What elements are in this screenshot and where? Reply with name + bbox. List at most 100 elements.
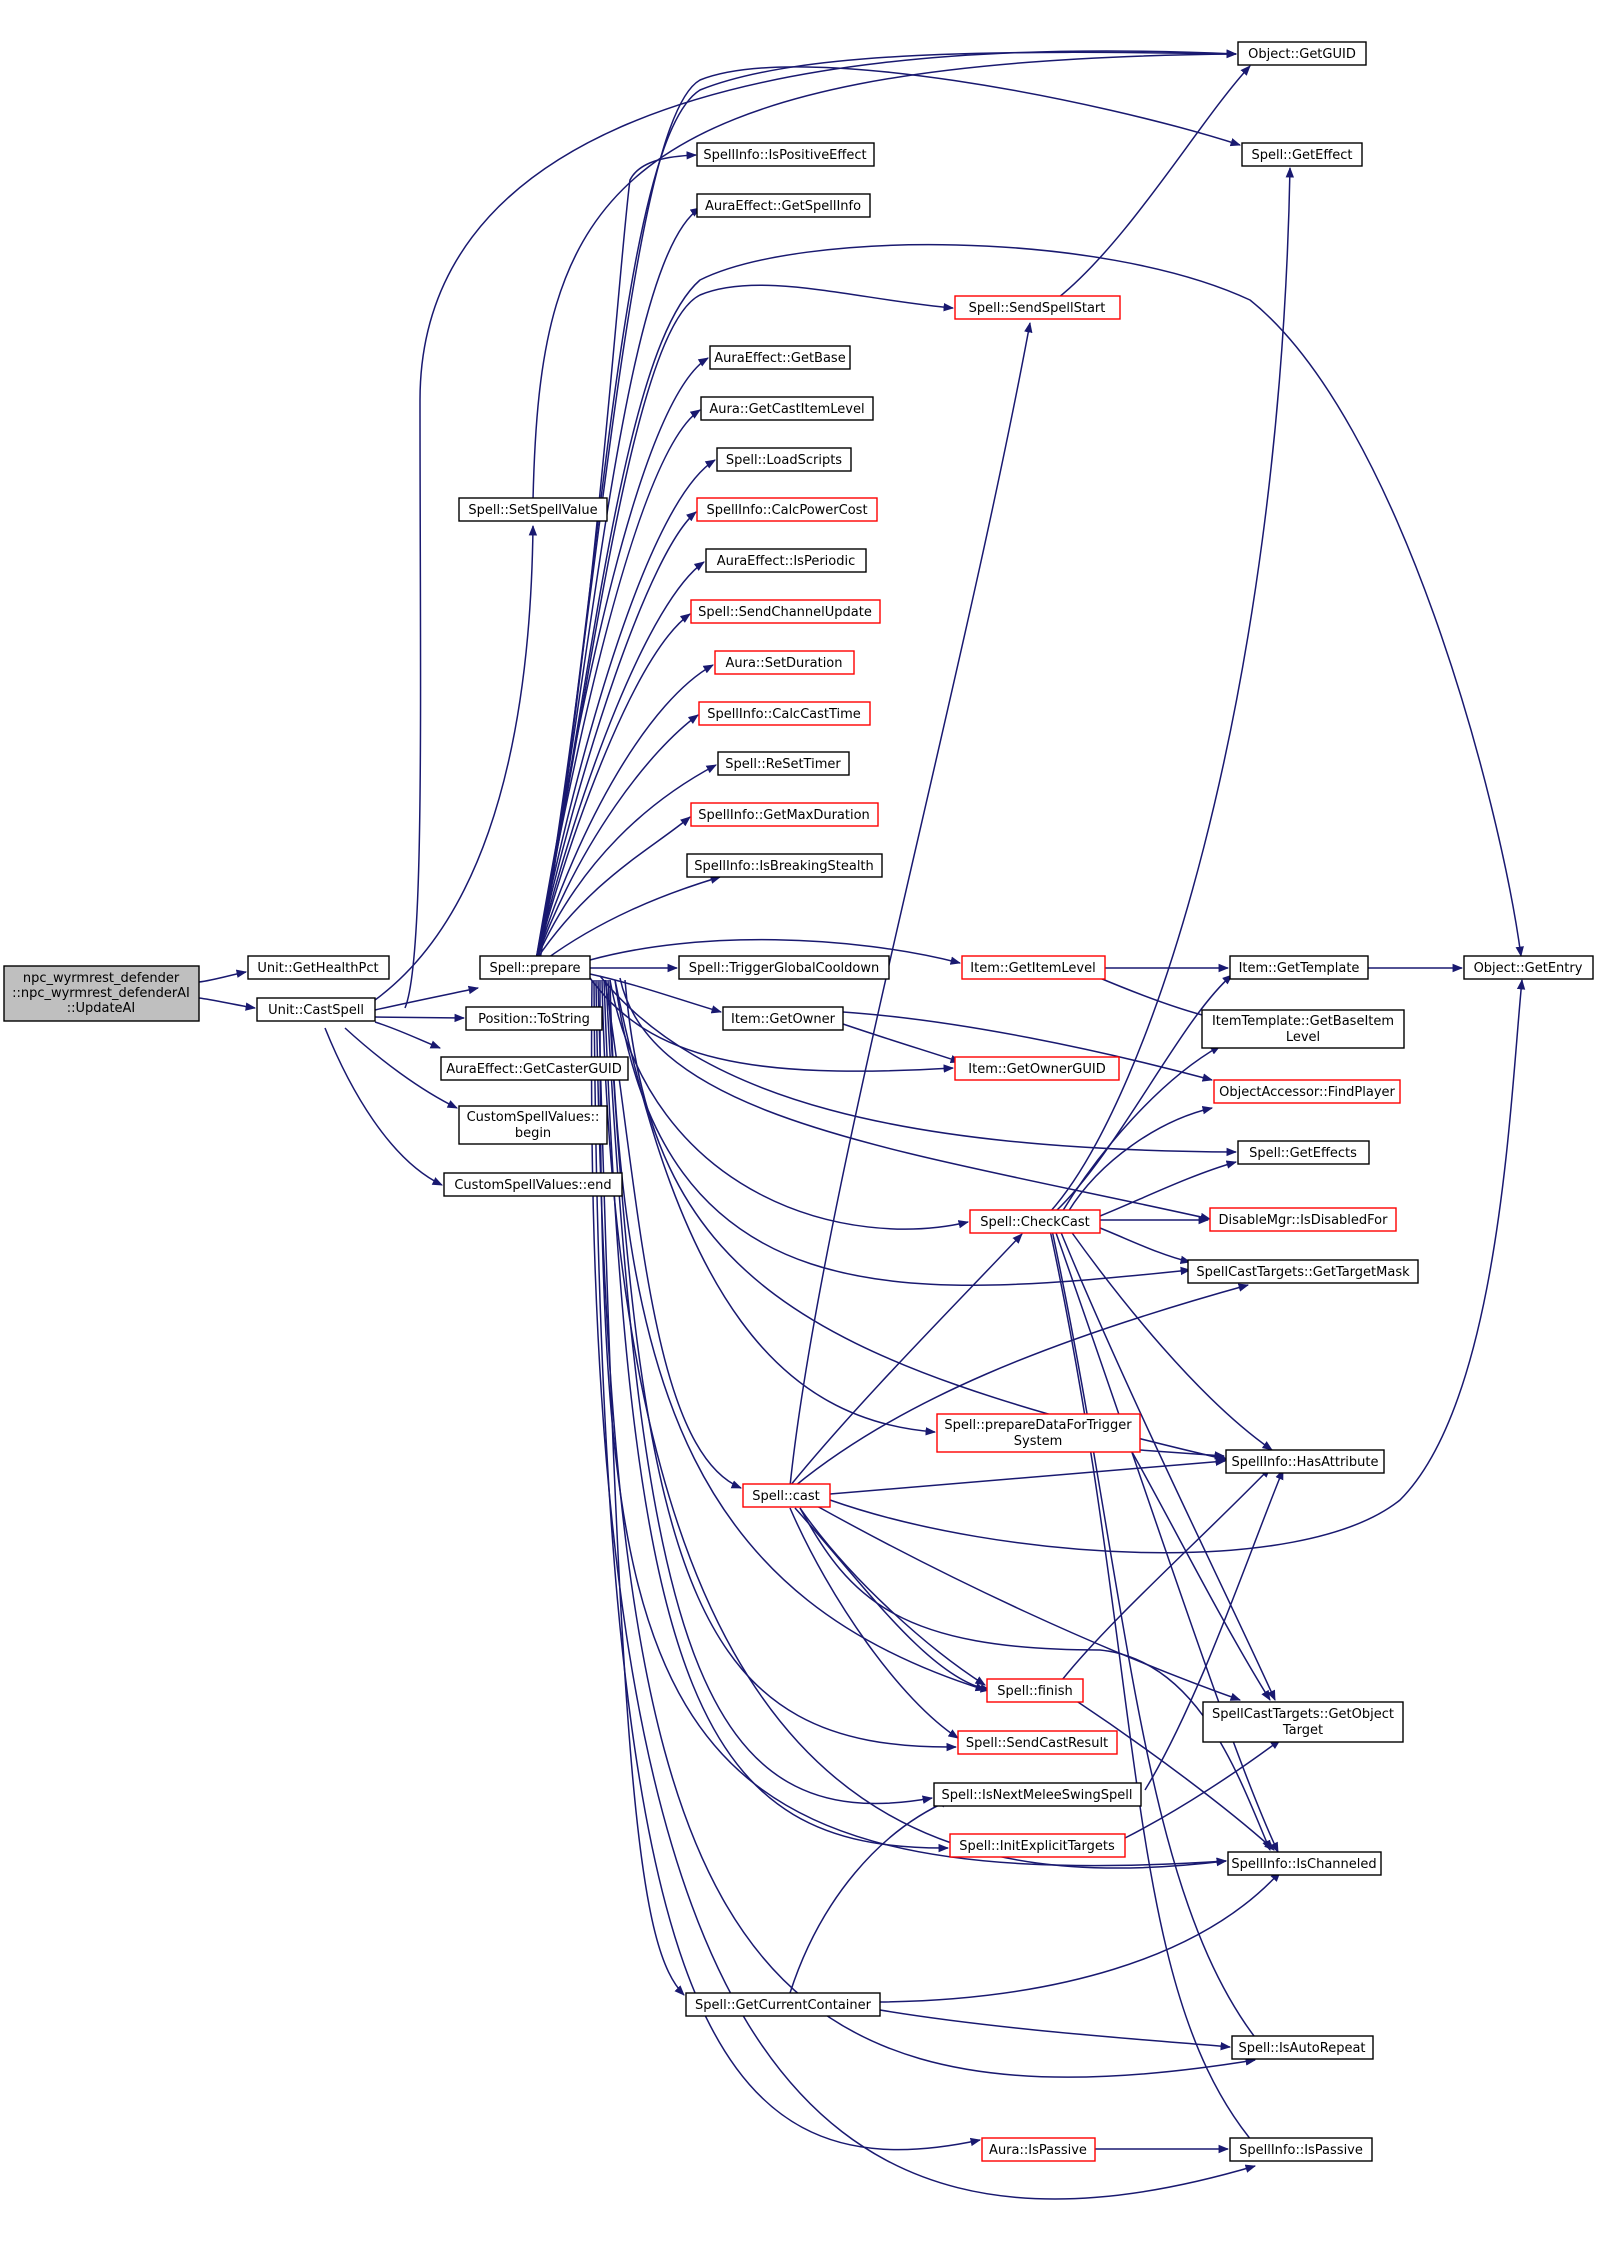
node-label: ::UpdateAI — [67, 1001, 136, 1016]
node-sendspellstart[interactable]: Spell::SendSpellStart — [954, 295, 1121, 320]
node-spellinfo-ispassive[interactable]: SpellInfo::IsPassive — [1229, 2137, 1373, 2162]
node-loadscripts[interactable]: Spell::LoadScripts — [716, 447, 852, 472]
edge-prepare-getcastitemlevel — [535, 409, 701, 961]
node-isperiodic[interactable]: AuraEffect::IsPeriodic — [705, 548, 867, 573]
edge-prepare-setduration — [535, 664, 714, 961]
node-label: CustomSpellValues:: — [467, 1110, 600, 1125]
node-getownerguid[interactable]: Item::GetOwnerGUID — [954, 1056, 1120, 1081]
node-calcpowercost[interactable]: SpellInfo::CalcPowerCost — [696, 497, 878, 522]
node-getentry[interactable]: Object::GetEntry — [1463, 955, 1594, 980]
edge-getcurrentcontainer-isnextmelee — [789, 1799, 951, 1994]
node-aureffect-getspellinfo[interactable]: AuraEffect::GetSpellInfo — [696, 193, 871, 218]
edge-castspell-getguid — [404, 49, 1238, 1009]
edge-castspell-getcasterguid — [374, 1021, 441, 1049]
edge-updateai-castspell — [198, 997, 257, 1011]
node-customspellvalues-end[interactable]: CustomSpellValues::end — [443, 1172, 623, 1197]
node-initexplicittargets[interactable]: Spell::InitExplicitTargets — [949, 1833, 1126, 1858]
node-getcurrentcontainer[interactable]: Spell::GetCurrentContainer — [685, 1992, 881, 2017]
node-geteffect[interactable]: Spell::GetEffect — [1241, 142, 1363, 167]
node-getguid[interactable]: Object::GetGUID — [1237, 41, 1367, 66]
node-gettemplate[interactable]: Item::GetTemplate — [1229, 955, 1369, 980]
edge-cast-sendcastresult — [789, 1507, 959, 1739]
edge-prepare-isbreakingstealth — [544, 875, 722, 961]
node-label: System — [1014, 1434, 1062, 1449]
node-isautorepeat[interactable]: Spell::IsAutoRepeat — [1231, 2035, 1374, 2060]
node-calccasttime[interactable]: SpellInfo::CalcCastTime — [698, 701, 871, 726]
edge-getowner-getownerguid — [842, 1023, 961, 1063]
node-ispositiveeffect[interactable]: SpellInfo::IsPositiveEffect — [696, 142, 875, 167]
edge-prepare-aura-ispassive — [593, 979, 982, 2151]
node-prepare[interactable]: Spell::prepare — [479, 955, 591, 980]
node-ischanneled[interactable]: SpellInfo::IsChanneled — [1227, 1851, 1382, 1876]
node-getmaxduration[interactable]: SpellInfo::GetMaxDuration — [690, 802, 879, 827]
edge-prepare-loadscripts — [535, 459, 716, 961]
edge-prepare-getmaxduration — [535, 816, 691, 961]
edge-cast-hasattribute — [829, 1457, 1227, 1495]
node-label: AuraEffect::IsPeriodic — [717, 554, 856, 569]
edge-prepare-isperiodic — [535, 561, 705, 961]
node-label: Spell::IsAutoRepeat — [1238, 2041, 1365, 2056]
node-label: ::npc_wyrmrest_defenderAI — [12, 986, 190, 1001]
node-cast[interactable]: Spell::cast — [742, 1483, 831, 1508]
edge-cast-ischanneled — [799, 1507, 1271, 1851]
node-aura-ispassive[interactable]: Aura::IsPassive — [981, 2137, 1096, 2162]
node-label: SpellInfo::IsBreakingStealth — [694, 859, 874, 874]
edge-checkcast-getbaseitemlevel — [1061, 1045, 1221, 1213]
node-hasattribute[interactable]: SpellInfo::HasAttribute — [1225, 1449, 1385, 1474]
node-label: AuraEffect::GetSpellInfo — [705, 199, 861, 214]
node-label: Spell::SetSpellValue — [468, 503, 597, 518]
node-tostring[interactable]: Position::ToString — [465, 1006, 603, 1031]
node-getbase[interactable]: AuraEffect::GetBase — [709, 345, 851, 370]
node-isdisabledfor[interactable]: DisableMgr::IsDisabledFor — [1209, 1207, 1397, 1232]
node-setduration[interactable]: Aura::SetDuration — [714, 650, 855, 675]
node-getitemlevel[interactable]: Item::GetItemLevel — [961, 955, 1106, 980]
node-label: Spell::TriggerGlobalCooldown — [689, 961, 879, 976]
node-customspellvalues-begin[interactable]: CustomSpellValues:: begin — [458, 1105, 608, 1145]
node-getcastitemlevel[interactable]: Aura::GetCastItemLevel — [700, 396, 874, 421]
node-resettimer[interactable]: Spell::ReSetTimer — [717, 751, 850, 776]
edge-prepare-ischanneled-2 — [599, 979, 1228, 1867]
node-label: Spell::prepareDataForTrigger — [944, 1418, 1132, 1433]
node-triggerglobalcooldown[interactable]: Spell::TriggerGlobalCooldown — [678, 955, 890, 980]
edge-prepare-initexplicittargets — [603, 979, 950, 1853]
node-isbreakingstealth[interactable]: SpellInfo::IsBreakingStealth — [686, 853, 883, 878]
node-label: Spell::prepare — [489, 961, 580, 976]
edge-checkcast-hasattribute — [1069, 1229, 1273, 1451]
node-root-updateai[interactable]: npc_wyrmrest_defender ::npc_wyrmrest_def… — [3, 965, 200, 1022]
node-label: Target — [1282, 1723, 1323, 1738]
edge-castspell-csvend — [324, 1027, 443, 1186]
node-label: Spell::CheckCast — [980, 1215, 1089, 1230]
node-sendcastresult[interactable]: Spell::SendCastResult — [957, 1730, 1118, 1755]
node-getcasterguid[interactable]: AuraEffect::GetCasterGUID — [440, 1056, 629, 1081]
node-sendchannelupdate[interactable]: Spell::SendChannelUpdate — [690, 599, 881, 624]
edge-prepare-sendcastresult — [607, 979, 958, 1752]
node-castspell[interactable]: Unit::CastSpell — [256, 997, 376, 1022]
edge-prepare-gettargetmask — [614, 979, 1192, 1286]
node-gettargetmask[interactable]: SpellCastTargets::GetTargetMask — [1187, 1259, 1419, 1284]
node-label: SpellInfo::IsPositiveEffect — [703, 148, 866, 163]
node-label: Spell::finish — [997, 1684, 1073, 1699]
node-getobjecttarget[interactable]: SpellCastTargets::GetObject Target — [1202, 1701, 1404, 1743]
node-label: Spell::SendCastResult — [966, 1736, 1108, 1751]
node-label: SpellInfo::HasAttribute — [1231, 1455, 1378, 1470]
node-label: Spell::ReSetTimer — [725, 757, 841, 772]
node-label: Spell::GetEffect — [1251, 148, 1352, 163]
node-gethealthpct[interactable]: Unit::GetHealthPct — [247, 955, 390, 980]
node-findplayer[interactable]: ObjectAccessor::FindPlayer — [1213, 1079, 1401, 1104]
node-label: Item::GetOwnerGUID — [968, 1062, 1105, 1077]
node-getbaseitemlevel[interactable]: ItemTemplate::GetBaseItem Level — [1201, 1009, 1405, 1049]
node-geteffects[interactable]: Spell::GetEffects — [1237, 1140, 1370, 1165]
node-isnextmeleeswingspell[interactable]: Spell::IsNextMeleeSwingSpell — [933, 1782, 1142, 1807]
node-label: AuraEffect::GetBase — [714, 351, 845, 366]
node-label: SpellCastTargets::GetTargetMask — [1196, 1265, 1410, 1280]
node-label: npc_wyrmrest_defender — [23, 971, 180, 986]
node-preparedatafortriggersystem[interactable]: Spell::prepareDataForTrigger System — [936, 1413, 1141, 1453]
node-finish[interactable]: Spell::finish — [986, 1678, 1084, 1703]
edge-prepare-getbase — [535, 357, 709, 961]
node-label: Spell::SendChannelUpdate — [698, 605, 872, 620]
node-checkcast[interactable]: Spell::CheckCast — [969, 1209, 1101, 1234]
node-setspellvalue[interactable]: Spell::SetSpellValue — [458, 497, 608, 522]
edge-prepare-isautorepeat — [595, 979, 1257, 2078]
node-getowner[interactable]: Item::GetOwner — [722, 1006, 844, 1031]
